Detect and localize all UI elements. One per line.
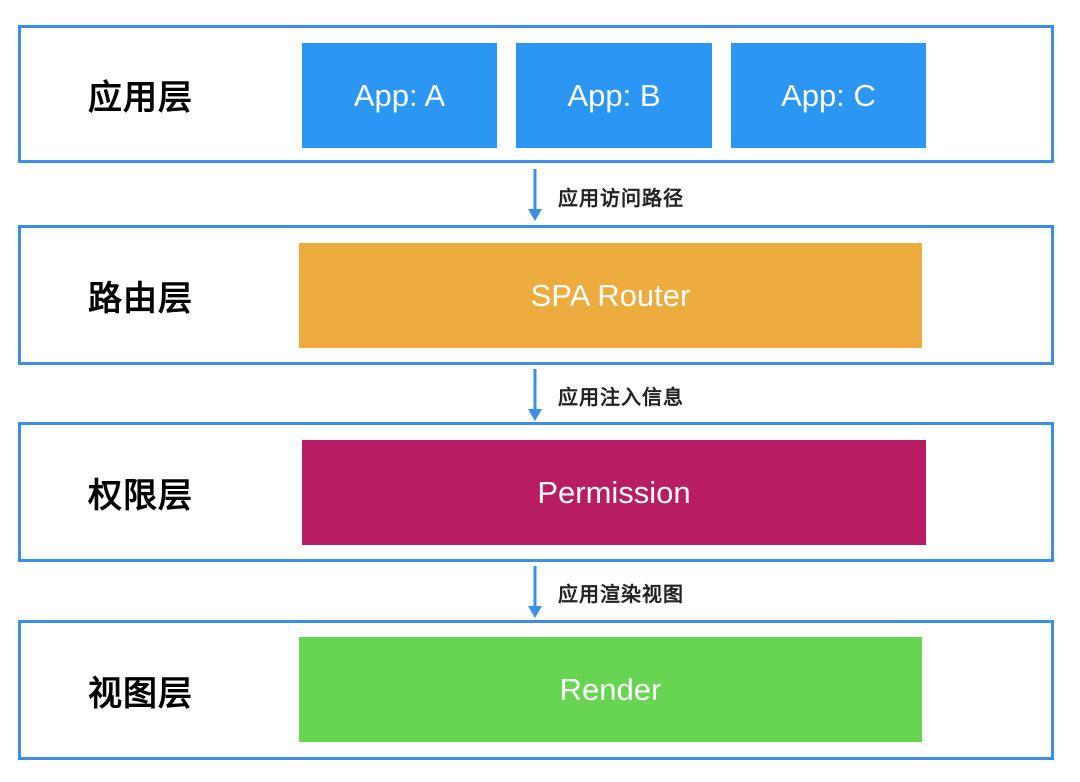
permission-block: Permission — [302, 440, 926, 545]
down-arrow-icon — [528, 169, 542, 221]
arrow-label-permission-to-view: 应用渲染视图 — [558, 583, 684, 606]
app-a-block: App: A — [302, 43, 497, 148]
down-arrow-icon — [528, 369, 542, 421]
down-arrow-icon — [528, 566, 542, 618]
arrow-label-app-to-router: 应用访问路径 — [558, 187, 684, 210]
arrow-label-router-to-permission: 应用注入信息 — [558, 386, 684, 409]
permission-layer-label: 权限层 — [88, 476, 193, 515]
app-layer-label: 应用层 — [88, 78, 193, 117]
spa-router-block: SPA Router — [299, 243, 922, 348]
render-block: Render — [299, 637, 922, 742]
app-c-block: App: C — [731, 43, 926, 148]
router-layer-label: 路由层 — [88, 279, 193, 318]
view-layer-label: 视图层 — [88, 674, 193, 713]
app-b-block: App: B — [516, 43, 712, 148]
